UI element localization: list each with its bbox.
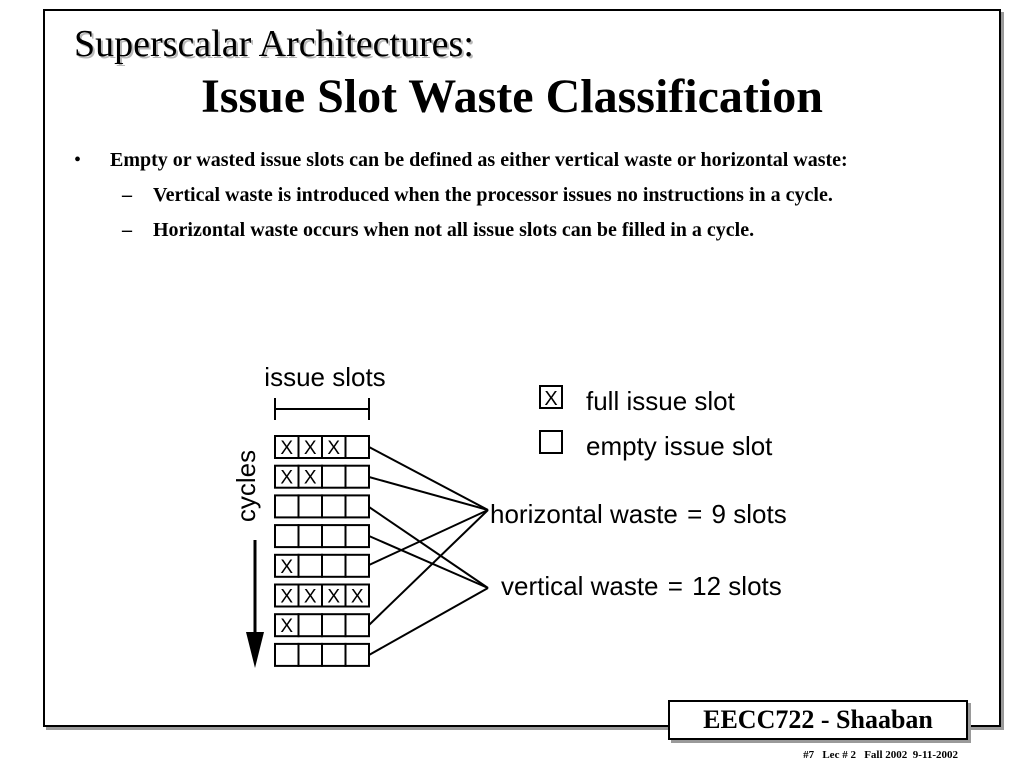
vertical-waste-label: vertical waste = 12 slots bbox=[501, 571, 782, 601]
empty-issue-slot bbox=[297, 613, 323, 638]
cycles-arrow bbox=[246, 540, 264, 668]
empty-issue-slot bbox=[344, 642, 370, 667]
empty-issue-slot bbox=[297, 494, 323, 519]
empty-issue-slot bbox=[344, 464, 370, 489]
cycle-row bbox=[274, 642, 370, 667]
empty-issue-slot bbox=[344, 435, 370, 459]
empty-issue-slot bbox=[274, 494, 300, 519]
legend-full: X full issue slot bbox=[539, 385, 736, 416]
legend-full-label: full issue slot bbox=[586, 386, 736, 416]
slot-mark: X bbox=[304, 587, 317, 608]
lecture-meta: #7 Lec # 2 Fall 2002 9-11-2002 bbox=[803, 749, 958, 761]
full-slot-icon bbox=[539, 385, 563, 409]
empty-issue-slot bbox=[344, 553, 370, 578]
empty-issue-slot bbox=[297, 553, 323, 578]
issue-slots-bracket bbox=[274, 398, 370, 420]
horizontal-waste-term: horizontal waste bbox=[490, 499, 678, 529]
legend-empty: empty issue slot bbox=[539, 430, 773, 461]
legend-empty-label: empty issue slot bbox=[586, 431, 773, 461]
empty-issue-slot bbox=[297, 642, 323, 667]
empty-slot-icon bbox=[539, 430, 563, 454]
sub-bullet-marker: – bbox=[122, 184, 132, 206]
slot-mark: X bbox=[280, 438, 293, 459]
empty-issue-slot bbox=[344, 613, 370, 638]
slot-mark: X bbox=[304, 438, 317, 459]
bullet-list: • Empty or wasted issue slots can be def… bbox=[60, 146, 960, 251]
empty-issue-slot bbox=[321, 464, 347, 489]
slide-title-line1: Superscalar Architectures: bbox=[74, 23, 474, 65]
vertical-waste-value: 12 slots bbox=[692, 571, 782, 601]
empty-issue-slot bbox=[321, 613, 347, 638]
sub-bullet-horizontal: – Horizontal waste occurs when not all i… bbox=[60, 216, 960, 245]
vertical-waste-term: vertical waste bbox=[501, 571, 659, 601]
empty-issue-slot bbox=[321, 642, 347, 667]
slot-mark: X bbox=[327, 438, 340, 459]
empty-issue-slot bbox=[344, 524, 370, 549]
cycle-row: X bbox=[274, 553, 370, 578]
cycle-row bbox=[274, 524, 370, 549]
full-issue-slot bbox=[344, 583, 370, 608]
empty-issue-slot bbox=[274, 524, 300, 549]
sub-bullet-text: Vertical waste is introduced when the pr… bbox=[153, 184, 833, 206]
slot-mark: X bbox=[280, 616, 293, 637]
slide-frame bbox=[43, 9, 1001, 727]
slide-title-line2: Issue Slot Waste Classification bbox=[201, 70, 823, 123]
horizontal-waste-label: horizontal waste = 9 slots bbox=[490, 499, 787, 529]
slot-mark: X bbox=[280, 587, 293, 608]
slot-mark: X bbox=[327, 587, 340, 608]
empty-issue-slot bbox=[297, 524, 323, 549]
cycle-row bbox=[274, 494, 370, 519]
bullet-main-text: Empty or wasted issue slots can be defin… bbox=[110, 149, 848, 171]
issue-slots-label: issue slots bbox=[264, 362, 385, 392]
connector-lines bbox=[368, 446, 489, 656]
empty-issue-slot bbox=[321, 524, 347, 549]
sub-bullet-vertical: – Vertical waste is introduced when the … bbox=[60, 181, 960, 210]
empty-issue-slot bbox=[274, 642, 300, 667]
cycle-row: X bbox=[274, 613, 370, 638]
full-slot-mark: X bbox=[544, 388, 557, 410]
slot-mark: X bbox=[280, 557, 293, 578]
bullet-main: • Empty or wasted issue slots can be def… bbox=[60, 146, 960, 175]
sub-bullet-list: – Vertical waste is introduced when the … bbox=[60, 181, 960, 245]
course-footer: EECC722 - Shaaban bbox=[668, 700, 968, 740]
empty-issue-slot bbox=[344, 494, 370, 519]
horizontal-waste-equals: = bbox=[687, 499, 702, 529]
slot-mark: X bbox=[280, 468, 293, 489]
cycles-label: cycles bbox=[231, 450, 261, 522]
empty-issue-slot bbox=[321, 494, 347, 519]
empty-issue-slot bbox=[321, 553, 347, 578]
vertical-waste-equals: = bbox=[668, 571, 683, 601]
slot-mark: X bbox=[304, 468, 317, 489]
sub-bullet-marker: – bbox=[122, 219, 132, 241]
horizontal-waste-value: 9 slots bbox=[712, 499, 787, 529]
slot-mark: X bbox=[351, 587, 364, 608]
sub-bullet-text: Horizontal waste occurs when not all iss… bbox=[153, 219, 755, 241]
bullet-marker: • bbox=[74, 149, 82, 171]
